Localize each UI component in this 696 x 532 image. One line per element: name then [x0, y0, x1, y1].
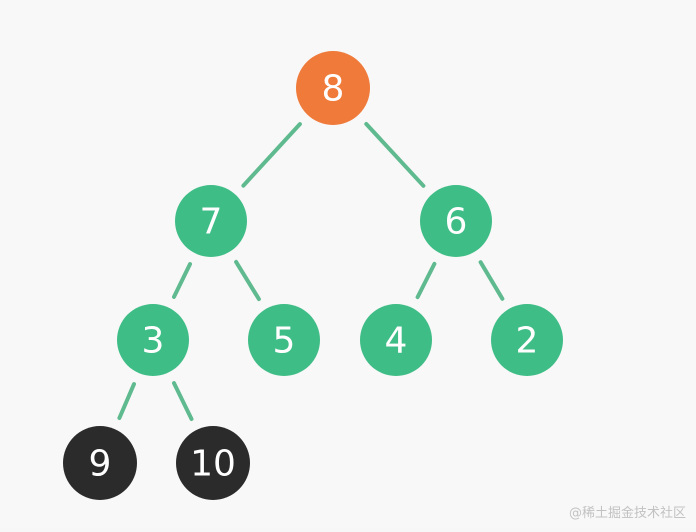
edge-n8-n6: [364, 122, 426, 188]
node-circle-4: [360, 304, 432, 376]
edge-n8-n7: [241, 122, 302, 188]
tree-node-8: 8: [296, 51, 370, 125]
tree-node-4: 4: [360, 304, 432, 376]
node-label-8: 8: [322, 69, 345, 110]
edge-n6-n4: [415, 261, 437, 300]
tree-node-6: 6: [420, 185, 492, 257]
edge-n3-n10: [172, 381, 194, 421]
node-label-7: 7: [200, 202, 223, 243]
tree-node-9: 9: [63, 426, 137, 500]
tree-node-3: 3: [117, 304, 189, 376]
node-label-6: 6: [445, 202, 468, 243]
node-circle-3: [117, 304, 189, 376]
node-label-10: 10: [190, 444, 236, 485]
node-label-5: 5: [273, 321, 296, 362]
edge-n7-n3: [172, 262, 192, 299]
tree-node-7: 7: [175, 185, 247, 257]
tree-node-10: 10: [176, 426, 250, 500]
node-label-2: 2: [516, 321, 539, 362]
node-circle-10: [176, 426, 250, 500]
node-circle-9: [63, 426, 137, 500]
watermark-text: @稀土掘金技术社区: [568, 506, 686, 521]
node-circle-5: [248, 304, 320, 376]
edge-n6-n2: [478, 260, 505, 301]
edges-layer: [117, 122, 505, 421]
node-circle-7: [175, 185, 247, 257]
node-circle-2: [491, 304, 563, 376]
edge-n7-n5: [234, 259, 261, 302]
nodes-layer: 8 7 6 3 5 4 2 9 10: [63, 51, 563, 500]
node-circle-8: [296, 51, 370, 125]
node-label-9: 9: [89, 444, 112, 485]
node-circle-6: [420, 185, 492, 257]
node-label-3: 3: [142, 321, 165, 362]
tree-node-2: 2: [491, 304, 563, 376]
tree-node-5: 5: [248, 304, 320, 376]
edge-n3-n9: [117, 382, 136, 420]
node-label-4: 4: [385, 321, 408, 362]
